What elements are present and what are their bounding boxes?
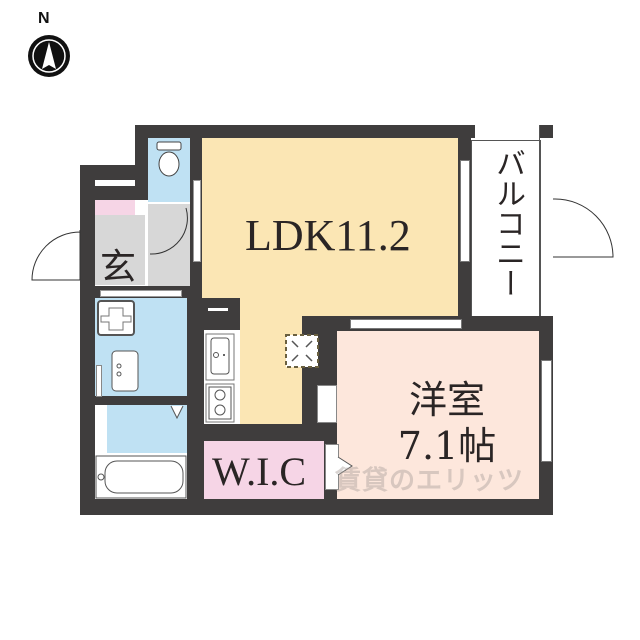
balcony-label: バルコニー <box>490 148 525 298</box>
wall-balcony-bottom <box>471 316 553 331</box>
ldk-room-lower <box>240 316 302 424</box>
wash-basin-icon <box>111 350 139 392</box>
bathroom-door-icon <box>170 405 184 419</box>
sink-icon <box>205 333 235 381</box>
wash-mirror <box>96 365 102 397</box>
hall-door-icon <box>149 207 188 255</box>
western-room-size: 7.1帖 <box>397 424 497 468</box>
wall-wash-bath <box>95 396 187 405</box>
window-entry <box>100 290 182 297</box>
western-room-label: 洋室 7.1帖 <box>392 377 502 469</box>
bathtub-icon <box>95 455 187 499</box>
kitchen-shelf <box>208 308 228 311</box>
wic-door-icon <box>337 456 353 476</box>
wall-wic-top <box>187 424 337 441</box>
entrance <box>95 215 145 285</box>
watermark: 賃貸のエリッツ <box>335 466 525 496</box>
towel-bar <box>95 405 107 453</box>
wall-top-main <box>135 125 475 138</box>
wall-bottom <box>80 499 553 515</box>
window-ldk-balcony <box>460 160 470 262</box>
wall-top-right <box>539 125 553 138</box>
window-bedroom-top <box>350 319 462 329</box>
balcony-door-icon <box>553 198 614 258</box>
western-room <box>337 331 539 499</box>
bathroom <box>107 405 187 453</box>
balcony <box>471 140 541 318</box>
bedroom-closet-door <box>317 385 337 423</box>
shoe-box <box>95 200 135 215</box>
ldk-label: LDK11.2 <box>245 211 411 260</box>
wall-right-balcony <box>539 125 554 316</box>
wic-room <box>204 441 324 499</box>
gas-stove-icon <box>205 383 235 423</box>
ldk-room <box>202 138 458 316</box>
north-arrow-icon <box>28 35 70 77</box>
ceiling-vent-icon <box>285 334 319 368</box>
wall-left <box>80 165 95 515</box>
north-label: N <box>38 10 50 27</box>
wic-label: W.I.C <box>212 449 307 494</box>
entrance-door-icon <box>31 230 81 281</box>
window-bedroom-right <box>541 360 552 462</box>
western-room-name: 洋室 <box>408 378 485 422</box>
window-ldk-left <box>193 180 201 262</box>
wall-kitchen-column <box>187 298 204 499</box>
entrance-label: 玄 <box>100 247 137 288</box>
shelf-entry <box>95 180 135 186</box>
wall-kitchen-block <box>204 298 240 330</box>
toilet-icon <box>156 141 182 177</box>
entrance-hall <box>148 204 190 286</box>
washing-machine-icon <box>97 300 135 336</box>
